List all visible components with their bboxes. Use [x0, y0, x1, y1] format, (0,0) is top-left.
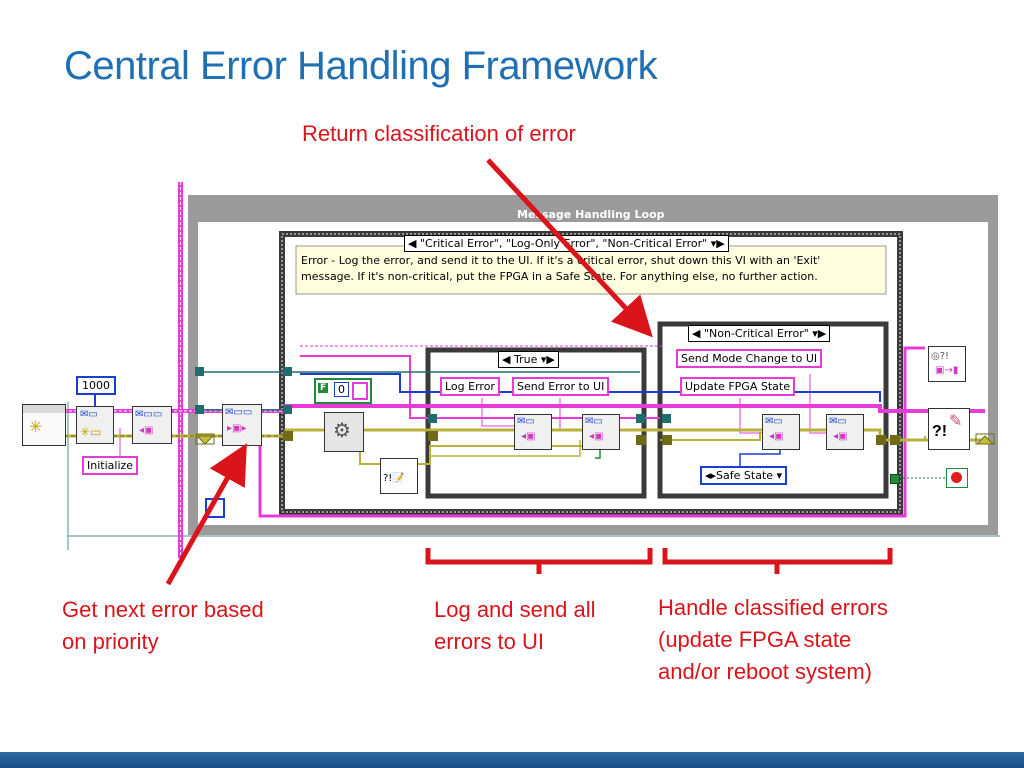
comment-line-1: Error - Log the error, and send it to th… [301, 254, 821, 267]
case-comment: Error - Log the error, and send it to th… [301, 253, 881, 285]
log-error-node: ✉▭ ◂▣ [514, 414, 552, 450]
nc-case-dropdown-icon[interactable]: ▾▶ [812, 327, 827, 340]
sparkle-small-icon: ✳▭ [80, 425, 102, 439]
arrow-get-next-error [165, 443, 247, 586]
callout-get-next-error: Get next error based on priority [62, 594, 264, 658]
update-fpga-label[interactable]: Update FPGA State [680, 377, 795, 396]
bracket-handle-classified [662, 548, 893, 574]
tunnel-true-class-in [428, 414, 437, 423]
boolean-false-constant[interactable]: F [318, 383, 329, 393]
tunnel-teal-3 [283, 367, 292, 376]
true-case-prev-icon[interactable]: ◀ [502, 353, 511, 366]
callout-log-and-send-line-1: Log and send all [434, 597, 596, 622]
callout-log-and-send-line-2: errors to UI [434, 629, 545, 654]
true-case-label: True [513, 353, 538, 366]
mode-envelope-icon: ✉▭ [829, 416, 847, 427]
diagram-wires [64, 182, 1000, 558]
loop-title: Message Handling Loop [517, 208, 665, 221]
clear-error-vi[interactable]: ?! ✎ [928, 408, 970, 450]
case-dropdown-icon[interactable]: ▾▶ [710, 237, 725, 250]
dequeue-arrow-icon: ▸▣▸ [227, 423, 247, 434]
error-status-arrow-icon: ▣→▮ [935, 365, 959, 376]
gear-icon: ⚙ [333, 420, 351, 442]
callout-get-next-error-line-1: Get next error based [62, 597, 264, 622]
fpga-envelope-icon: ✉▭ [765, 416, 783, 427]
log-error-label[interactable]: Log Error [440, 377, 500, 396]
error-status-icon: ◎?! [931, 351, 950, 362]
safe-state-label: Safe State [716, 469, 774, 482]
noncritical-case-selector[interactable]: ◀ "Non-Critical Error" ▾▶ [688, 325, 831, 342]
tunnel-boolean-out [890, 474, 900, 484]
cluster-constant[interactable]: F 0 [314, 378, 372, 404]
bracket-log-and-send [425, 548, 653, 574]
clear-error-icon: ?! [932, 423, 948, 440]
send-mode-change-node: ✉▭ ◂▣ [826, 414, 864, 450]
initialize-label[interactable]: Initialize [82, 456, 139, 475]
callout-handle-classified-line-1: Handle classified errors [658, 595, 888, 620]
update-fpga-node: ✉▭ ◂▣ [762, 414, 800, 450]
tunnel-error-true-in [428, 431, 438, 441]
callout-handle-classified-line-2: (update FPGA state [658, 627, 852, 652]
tunnel-error-true-out [636, 435, 646, 445]
sparkle-icon: ✳ [29, 419, 43, 436]
send-mode-change-label[interactable]: Send Mode Change to UI [676, 349, 823, 368]
tunnel-nc-class-in [662, 414, 671, 423]
enqueue-icon: ◂▣ [139, 425, 154, 436]
case-prev-icon[interactable]: ◀ [408, 237, 417, 250]
mode-enqueue-icon: ◂▣ [833, 431, 848, 442]
send-error-label[interactable]: Send Error to UI [512, 377, 610, 396]
log-enqueue-icon: ◂▣ [521, 431, 536, 442]
footer-bar [0, 752, 1024, 768]
stop-indicator[interactable] [946, 468, 968, 488]
callout-log-and-send: Log and send all errors to UI [434, 594, 595, 658]
tunnel-teal-2 [195, 405, 204, 414]
error-status-vi[interactable]: ◎?! ▣→▮ [928, 346, 966, 382]
error-dialog-vi[interactable]: ?!📝 [380, 458, 418, 494]
classify-error-vi[interactable]: ⚙ [324, 412, 364, 452]
envelope-icon: ✉▭ [80, 409, 98, 420]
tunnel-error-out [890, 435, 900, 445]
slide-title: Central Error Handling Framework [64, 44, 658, 88]
send-error-node: ✉▭ ◂▣ [582, 414, 620, 450]
nc-case-prev-icon[interactable]: ◀ [692, 327, 701, 340]
callout-handle-classified: Handle classified errors (update FPGA st… [658, 592, 888, 688]
eraser-icon: ✎ [949, 413, 963, 430]
callout-get-next-error-line-2: on priority [62, 629, 159, 654]
tunnel-error-nc-out [876, 435, 886, 445]
tunnel-error-nc-in [662, 435, 672, 445]
nc-case-label: "Non-Critical Error" [703, 327, 809, 340]
comment-line-2: message. If it's non-critical, put the F… [301, 270, 818, 283]
enum-arrows-icon: ◂▸ [705, 469, 717, 482]
callout-handle-classified-line-3: and/or reboot system) [658, 659, 872, 684]
callout-return-classification: Return classification of error [302, 121, 576, 146]
true-case-dropdown-icon[interactable]: ▾▶ [540, 353, 555, 366]
priority-queue-node: ✉▭▭ ◂▣ [132, 406, 172, 444]
send-envelope-icon: ✉▭ [585, 416, 603, 427]
message-icon: ✉▭▭ [225, 407, 253, 418]
numeric-zero-constant[interactable]: 0 [334, 382, 349, 397]
log-envelope-icon: ✉▭ [517, 416, 535, 427]
true-case-selector[interactable]: ◀ True ▾▶ [498, 351, 559, 368]
tunnel-error-in [283, 431, 293, 441]
arrow-return-classification [486, 158, 653, 338]
message-queue-node: ✳ [22, 404, 66, 446]
dequeue-node: ✉▭ ✳▭ [76, 406, 114, 444]
tunnel-true-class-out [636, 414, 645, 423]
tunnel-teal-1 [195, 367, 204, 376]
labview-block-diagram: Message Handling Loop ◀ "Critical Error"… [0, 178, 1024, 558]
string-constant[interactable] [352, 382, 368, 400]
queue-icon: ✉▭▭ [135, 409, 163, 420]
tunnel-teal-4 [283, 405, 292, 414]
stop-icon [951, 472, 962, 483]
safe-state-enum[interactable]: ◂▸Safe State ▾ [700, 466, 788, 485]
send-enqueue-icon: ◂▣ [589, 431, 604, 442]
constant-1000[interactable]: 1000 [76, 376, 116, 395]
fpga-enqueue-icon: ◂▣ [769, 431, 784, 442]
enum-dropdown-icon[interactable]: ▾ [776, 469, 783, 482]
error-query-icon: ?!📝 [383, 473, 405, 484]
